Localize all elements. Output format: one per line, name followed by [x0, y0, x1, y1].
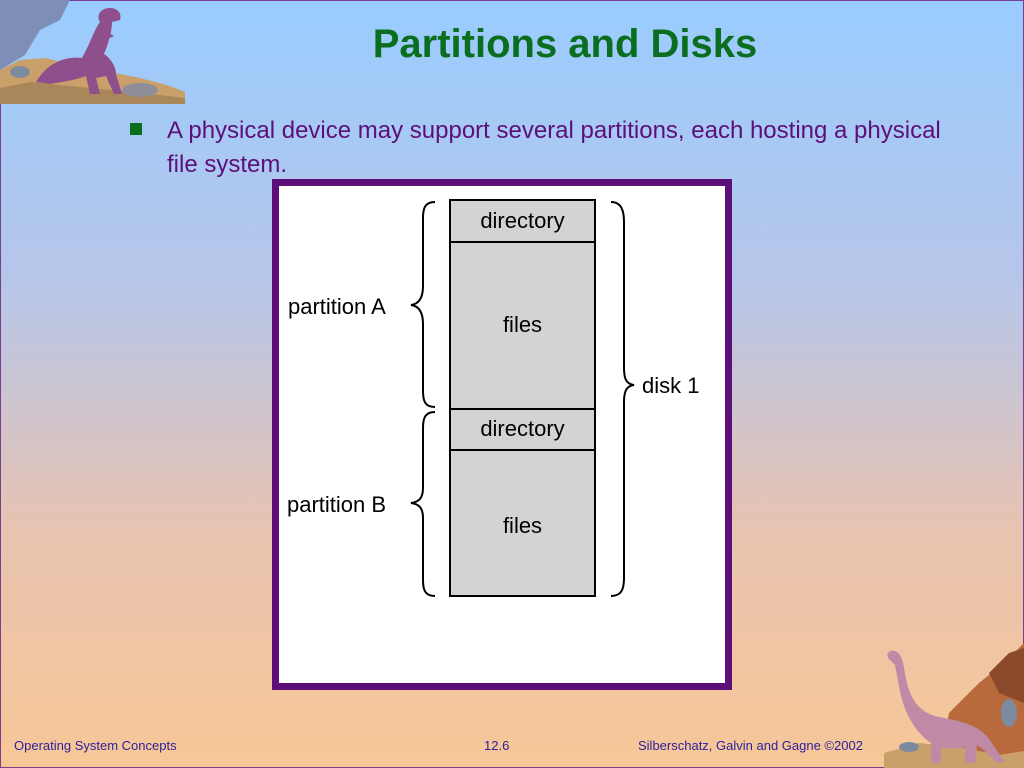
- partition-b-files-label: files: [503, 513, 542, 538]
- slide-title: Partitions and Disks: [372, 22, 758, 66]
- dinosaur-top-left-image: [0, 0, 185, 104]
- partition-diagram: directory files directory files partitio…: [287, 199, 699, 597]
- partition-b-brace: [410, 411, 436, 597]
- partition-a-directory-block: [449, 199, 596, 243]
- partition-a-brace: [410, 201, 436, 408]
- disk-brace: [610, 201, 635, 597]
- footer-course-title: Operating System Concepts: [14, 738, 177, 753]
- partition-a-files-block: [449, 241, 596, 410]
- dinosaur-bottom-right-image: [884, 643, 1024, 768]
- partition-b-label: partition B: [287, 492, 386, 517]
- partition-a-directory-label: directory: [480, 208, 564, 233]
- partition-b-directory-block: [449, 408, 596, 451]
- footer-copyright: Silberschatz, Galvin and Gagne ©2002: [638, 738, 863, 753]
- partition-a-label: partition A: [288, 294, 386, 319]
- square-bullet-icon: [130, 123, 142, 135]
- disk-label: disk 1: [642, 373, 699, 398]
- partition-b-files-block: [449, 449, 596, 597]
- footer-slide-number: 12.6: [484, 738, 510, 753]
- partition-b-directory-label: directory: [480, 416, 564, 441]
- figure-frame: directory files directory files partitio…: [272, 179, 732, 690]
- partition-a-files-label: files: [503, 312, 542, 337]
- figure-canvas: directory files directory files partitio…: [279, 186, 725, 683]
- bullet-text: A physical device may support several pa…: [167, 117, 941, 178]
